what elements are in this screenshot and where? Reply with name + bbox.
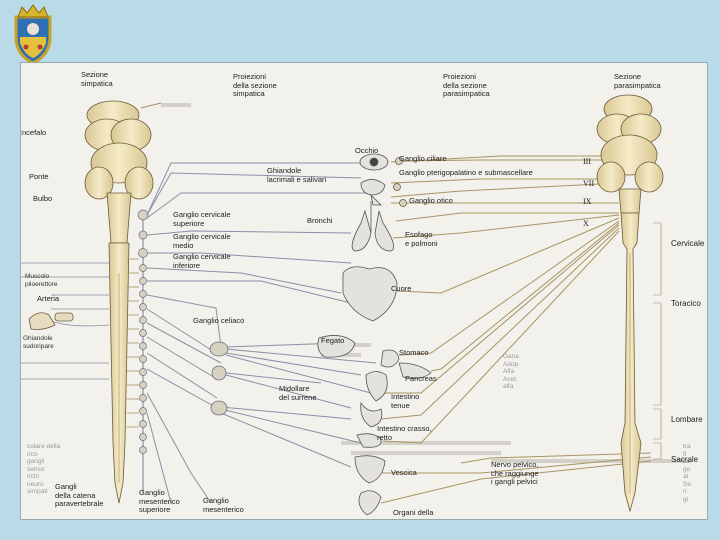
- label-nervo-pelvico: Nervo pelvico, che raggiunge i gangli pe…: [491, 460, 539, 486]
- label-ghiandole-lacrimali: Ghiandole lacrimali e salivari: [267, 166, 327, 184]
- title-sympathetic-projections: Proiezioni della sezione simpatica: [233, 72, 277, 98]
- label-stomaco: Stomaco: [399, 348, 429, 357]
- label-organi-della: Organi della: [393, 508, 434, 517]
- cranial-nerve-label: X: [583, 219, 589, 228]
- label-gangli-catena-paravertebrale: Gangli della catena paravertebrale: [55, 482, 104, 508]
- background-fragment: Gana Adop Alfa Acet alfa: [503, 353, 519, 390]
- left-brainstem: [84, 100, 154, 504]
- organ-drawings: [317, 153, 432, 516]
- title-parasympathetic-projections: Proiezioni della sezione parasimpatica: [443, 72, 490, 98]
- label-ganglio-cervicale-medio: Ganglio cervicale medio: [173, 232, 231, 250]
- label-arteria: Arteria: [37, 294, 60, 303]
- cranial-nerve-label: IX: [583, 197, 592, 206]
- cranial-nerve-label: III: [583, 157, 591, 166]
- background-fragment: tra fi ac go at Se n gi: [683, 443, 691, 503]
- label-pancreas: Pancreas: [405, 374, 437, 383]
- label-intestino-crasso: Intestino crasso, retto: [377, 424, 432, 442]
- label-encefalo: Encefalo: [21, 128, 47, 137]
- region-lombare: Lombare: [671, 415, 703, 424]
- label-intestino-tenue: Intestino tenue: [391, 392, 420, 410]
- label-bulbo: Bulbo: [33, 194, 53, 203]
- label-ganglio-mesenterico-inferiore: Ganglio mesenterico: [203, 496, 244, 514]
- label-ganglio-pterigopalatino: Ganglio pterigopalatino e submascellare: [399, 168, 533, 177]
- nervous-system-diagram: Sezione simpatica Proiezioni della sezio…: [20, 62, 708, 520]
- title-sympathetic-section: Sezione simpatica: [81, 70, 113, 88]
- label-occhio: Occhio: [355, 146, 379, 155]
- region-toracico: Toracico: [671, 299, 701, 308]
- label-ganglio-otico: Ganglio otico: [409, 196, 453, 205]
- diagram-artwork: [21, 63, 707, 519]
- coat-of-arms-logo: [8, 3, 58, 65]
- cranial-nerve-label: VII: [583, 179, 595, 188]
- right-brainstem: [596, 94, 664, 513]
- background-fragment: colare della rico gangli senso richi neu…: [27, 443, 61, 495]
- label-bronchi: Bronchi: [307, 216, 333, 225]
- label-midollare-surrene: Midollare del surrene: [279, 384, 317, 402]
- label-ganglio-cervicale-superiore: Ganglio cervicale superiore: [173, 210, 231, 228]
- region-sacrale: Sacrale: [671, 455, 699, 464]
- label-esofago-polmoni: Esofago e polmoni: [405, 230, 438, 248]
- sympathetic-chain: [137, 209, 149, 493]
- label-vescica: Vescica: [391, 468, 417, 477]
- label-ganglio-cervicale-inferiore: Ganglio cervicale inferiore: [173, 252, 231, 270]
- label-fegato: Fegato: [321, 336, 345, 345]
- label-muscolo-piloerettore: Muscolo piloerettore: [25, 273, 58, 288]
- label-ganglio-ciliare: Ganglio ciliare: [399, 154, 447, 163]
- region-cervicale: Cervicale: [671, 239, 705, 248]
- label-ganglio-mesenterico-superiore: Ganglio mesenterico superiore: [139, 488, 180, 514]
- title-parasympathetic-section: Sezione parasimpatica: [614, 72, 661, 90]
- label-cuore: Cuore: [391, 284, 412, 293]
- label-ponte: Ponte: [29, 172, 49, 181]
- label-ganglio-celiaco: Ganglio celiaco: [193, 316, 245, 325]
- label-ghiandole-sudoripare: Ghiandole sudoripare: [23, 335, 54, 350]
